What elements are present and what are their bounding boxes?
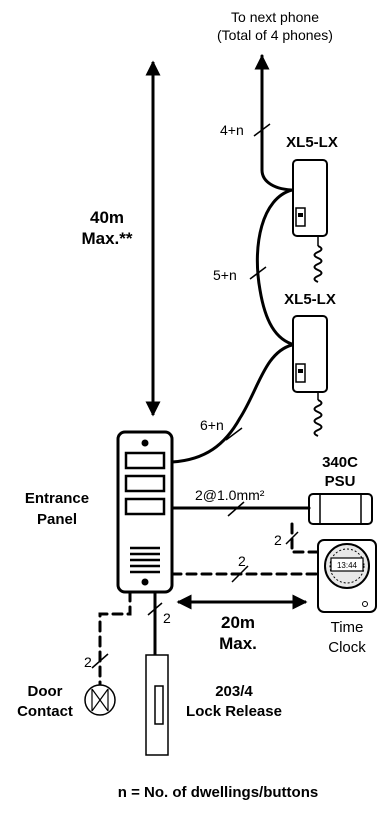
time-clock-icon [317, 539, 377, 613]
psu-box-icon [308, 493, 373, 525]
door-contact-label-line2: Contact [17, 703, 73, 720]
clock-distance-line1: 20m [221, 613, 255, 632]
door-contact-wire [98, 590, 132, 687]
clock-display: 13:44 [337, 561, 358, 570]
psu-wire-label: 2@1.0mm² [195, 487, 265, 503]
door-wire-tick [91, 653, 109, 669]
clock-label-line1: Time [331, 619, 364, 636]
lock-wire-tick [147, 602, 163, 616]
distance-label-line2: Max.** [81, 229, 132, 248]
lock-release-icon [145, 654, 169, 756]
door-contact-label-line1: Door [28, 683, 63, 700]
wire-tick-bottom [225, 427, 243, 441]
phone-1-label: XL5-LX [286, 134, 338, 151]
wire-count-bottom: 6+n [200, 417, 224, 433]
phone-bus-top [260, 168, 297, 192]
wire-tick-top [253, 123, 271, 137]
handset-icon [292, 315, 328, 437]
psu-label-line1: 340C [322, 454, 358, 471]
next-phone-label-line1: To next phone [231, 9, 319, 25]
wire-count-middle: 5+n [213, 267, 237, 283]
clock-wire-tick [231, 565, 249, 583]
phone-bus-bottom [170, 343, 294, 464]
wire-tick-middle [249, 266, 267, 280]
lock-wire-label: 2 [163, 610, 171, 626]
entrance-panel-label-line1: Entrance [25, 490, 89, 507]
clock-label-line2: Clock [328, 639, 366, 656]
handset-icon [292, 159, 328, 283]
psu-clock-wire-label: 2 [274, 532, 282, 548]
door-contact-icon [84, 684, 116, 716]
psu-wire-tick [227, 501, 245, 517]
next-phone-label-line2: (Total of 4 phones) [217, 27, 333, 43]
psu-clock-wire-tick [285, 531, 299, 545]
clock-wire-label: 2 [238, 553, 246, 569]
lock-release-label-line1: 203/4 [215, 683, 253, 700]
door-wire-label: 2 [84, 654, 92, 670]
phone-2-label: XL5-LX [284, 291, 336, 308]
footnote: n = No. of dwellings/buttons [118, 784, 318, 801]
phone-bus-middle [255, 188, 297, 347]
lock-release-label-line2: Lock Release [186, 703, 282, 720]
entrance-panel-label-line2: Panel [37, 511, 77, 528]
entrance-panel [116, 430, 174, 594]
wire-count-top: 4+n [220, 122, 244, 138]
clock-distance-line2: Max. [219, 634, 257, 653]
distance-label-line1: 40m [90, 208, 124, 227]
psu-clock-wire [290, 522, 320, 554]
psu-label-line2: PSU [325, 473, 356, 490]
